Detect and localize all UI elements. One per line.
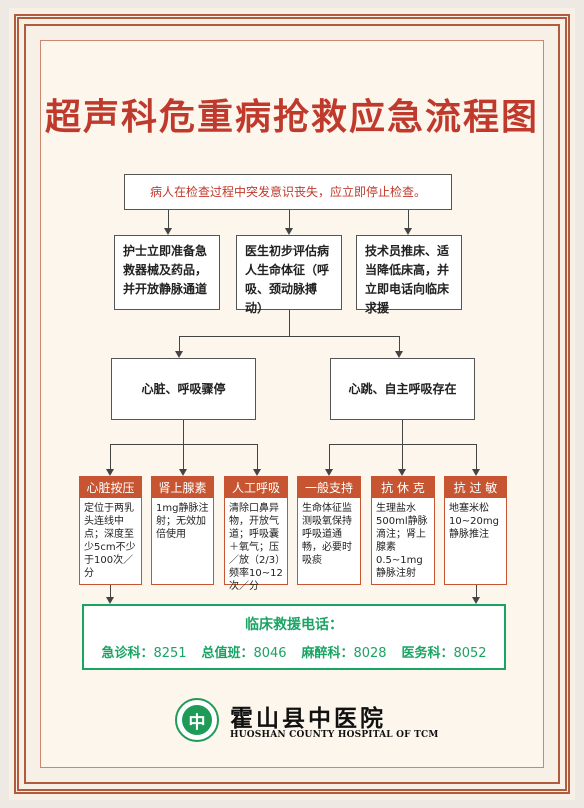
hospital-logo-icon: 中 (175, 698, 219, 742)
start-box: 病人在检查过程中突发意识丧失，应立即停止检查。 (124, 174, 452, 210)
phone-label: 总值班： (201, 646, 254, 661)
arrow-down (106, 597, 114, 604)
connector (289, 310, 290, 336)
connector (476, 444, 477, 472)
arrow-down (404, 228, 412, 235)
cardiac-arrest-box: 心脏、呼吸骤停 (111, 358, 256, 420)
phone-number: 8251 (153, 646, 187, 661)
arrow-down (179, 469, 187, 476)
connector (329, 444, 477, 445)
nurse-action-box: 护士立即准备急救器械及药品，并开放静脉通道 (114, 235, 220, 310)
connector (110, 444, 258, 445)
step-header-epinephrine: 肾上腺素 (151, 476, 214, 498)
arrow-down (472, 469, 480, 476)
connector (476, 585, 477, 599)
arrow-down (285, 228, 293, 235)
step-header-general-support: 一般支持 (297, 476, 361, 498)
vital-present-box: 心跳、自主呼吸存在 (330, 358, 475, 420)
phone-number: 8052 (453, 646, 487, 661)
connector (110, 585, 111, 599)
rescue-phone-list: 急诊科：8251 总值班：8046 麻醉科：8028 医务科：8052 (84, 642, 504, 661)
step-body-anti-shock: 生理盐水500ml静脉滴注；肾上腺素0.5~1mg静脉注射 (371, 498, 435, 585)
arrow-down (253, 469, 261, 476)
inner-border-frame (24, 24, 560, 784)
step-header-anti-shock: 抗 休 克 (371, 476, 435, 498)
phone-label: 麻醉科： (301, 646, 354, 661)
arrow-down (398, 469, 406, 476)
doctor-action-box: 医生初步评估病人生命体征（呼吸、颈动脉搏动） (236, 235, 342, 315)
doctor-action-text: 医生初步评估病人生命体征（呼吸、颈动脉搏动） (245, 244, 330, 315)
phone-label: 医务科： (401, 646, 454, 661)
step-header-cpr: 心脏按压 (79, 476, 142, 498)
connector (402, 444, 403, 472)
phone-item-medical-affairs: 医务科：8052 (401, 642, 486, 661)
technician-action-text: 技术员推床、适当降低床高，并立即电话向临床求援 (365, 244, 450, 315)
connector (402, 420, 403, 444)
step-body-general-support: 生命体征监测吸氧保持呼吸道通畅，必要时吸痰 (297, 498, 361, 585)
connector (257, 444, 258, 472)
phone-number: 8028 (353, 646, 387, 661)
connector (183, 420, 184, 444)
phone-number: 8046 (253, 646, 287, 661)
phone-item-anesthesia: 麻醉科：8028 (301, 642, 386, 661)
step-body-cpr: 定位于两乳头连线中点；深度至少5cm不少于100次／分 (79, 498, 142, 585)
hospital-name-en: HUOSHAN COUNTY HOSPITAL OF TCM (230, 730, 439, 740)
arrow-down (106, 469, 114, 476)
connector (179, 336, 180, 354)
step-header-artificial-respiration: 人工呼吸 (224, 476, 288, 498)
rescue-phone-box: 临床救援电话： 急诊科：8251 总值班：8046 麻醉科：8028 医务科：8… (82, 604, 506, 670)
connector (183, 444, 184, 472)
step-body-artificial-respiration: 清除口鼻异物，开放气道；呼吸囊＋氧气；压／放（2/3）频率10~12次／分 (224, 498, 288, 592)
hospital-name-cn: 霍山县中医院 (230, 705, 386, 732)
phone-label: 急诊科： (101, 646, 154, 661)
step-header-anti-allergy: 抗 过 敏 (444, 476, 507, 498)
arrow-down (325, 469, 333, 476)
step-body-anti-allergy: 地塞米松10~20mg静脉推注 (444, 498, 507, 585)
phone-item-duty: 总值班：8046 (201, 642, 286, 661)
start-text: 病人在检查过程中突发意识丧失，应立即停止检查。 (149, 184, 426, 199)
connector (179, 336, 400, 337)
vital-present-text: 心跳、自主呼吸存在 (348, 381, 457, 396)
step-body-epinephrine: 1mg静脉注射；无效加倍使用 (151, 498, 214, 585)
connector (408, 210, 409, 232)
rescue-phone-title: 临床救援电话： (245, 617, 343, 633)
arrow-down (175, 351, 183, 358)
connector (399, 336, 400, 354)
hospital-logo-glyph: 中 (182, 705, 212, 735)
technician-action-box: 技术员推床、适当降低床高，并立即电话向临床求援 (356, 235, 462, 315)
arrow-down (472, 597, 480, 604)
page-title: 超声科危重病抢救应急流程图 (44, 97, 539, 138)
connector (329, 444, 330, 472)
arrow-down (395, 351, 403, 358)
outer-border-frame (14, 14, 570, 794)
nurse-action-text: 护士立即准备急救器械及药品，并开放静脉通道 (123, 244, 208, 296)
cardiac-arrest-text: 心脏、呼吸骤停 (141, 381, 226, 396)
arrow-down (164, 228, 172, 235)
phone-item-emergency: 急诊科：8251 (101, 642, 186, 661)
connector (289, 210, 290, 232)
connector (110, 444, 111, 472)
connector (168, 210, 169, 232)
